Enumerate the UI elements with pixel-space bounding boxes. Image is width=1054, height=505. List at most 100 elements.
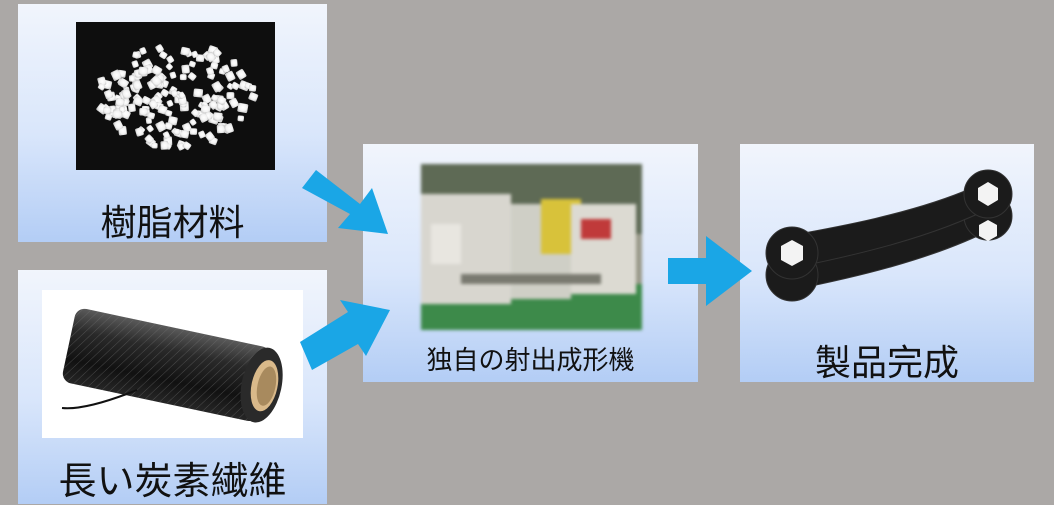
resin-pellet [198, 130, 206, 139]
resin-pellet [179, 74, 187, 81]
resin-pellet [135, 127, 144, 137]
resin-pellet [132, 96, 144, 107]
resin-pellet [189, 128, 198, 135]
resin-pellet [165, 63, 173, 71]
resin-pellet [191, 108, 200, 117]
resin-pellet [139, 47, 147, 55]
resin-pellet [237, 102, 249, 113]
resin-pellet [226, 92, 235, 100]
resin-pellet [216, 124, 225, 134]
resin-pellets-image [76, 22, 275, 170]
resin-pellet [180, 46, 191, 56]
resin-pellet [103, 89, 114, 100]
resin-pellet [211, 94, 219, 102]
resin-pellet [235, 68, 247, 80]
resin-pellet [121, 88, 132, 100]
resin-pellet [166, 55, 175, 64]
resin-pellet [150, 75, 163, 87]
resin-pellet [103, 106, 112, 115]
resin-pellet [115, 98, 125, 107]
resin-material-box: 樹脂材料 [18, 4, 327, 244]
resin-pellet [146, 125, 154, 133]
resin-pellet [187, 72, 197, 81]
resin-pellet [141, 95, 151, 105]
resin-pellet [132, 79, 143, 91]
resin-pellet [159, 51, 168, 60]
resin-pellet [145, 117, 152, 124]
resin-pellet [210, 62, 219, 70]
resin-pellet [228, 97, 240, 109]
resin-pellet [148, 99, 159, 110]
resin-pellet [248, 84, 257, 92]
resin-pellet [113, 120, 124, 131]
resin-pellet [167, 116, 178, 126]
resin-pellet [162, 131, 170, 139]
resin-pellet [213, 112, 223, 121]
resin-pellet [237, 115, 245, 122]
resin-pellet [188, 60, 196, 68]
resin-pellet [157, 105, 168, 115]
resin-pellet [211, 81, 223, 93]
finished-wrench-image [762, 158, 1028, 308]
resin-pellet [132, 51, 140, 59]
resin-pellet [165, 109, 173, 117]
resin-pellet [127, 103, 136, 113]
resin-pellet [178, 91, 186, 100]
resin-pellet [193, 88, 204, 98]
resin-pellet [225, 70, 236, 82]
resin-pellet [151, 142, 158, 149]
resin-pellet [181, 64, 190, 74]
resin-pellet [97, 76, 107, 87]
resin-pellet [198, 112, 209, 123]
resin-pellet [206, 66, 215, 76]
resin-pellet [179, 130, 190, 139]
resin-pellet [195, 54, 205, 63]
resin-pellet [160, 88, 170, 98]
resin-pellet [166, 99, 174, 107]
arrow-resin-to-machine-icon [302, 170, 388, 234]
resin-pellet [212, 48, 222, 58]
carbon-fiber-label: 長い炭素繊維 [58, 459, 287, 503]
resin-pellet [200, 104, 211, 114]
resin-pellet [128, 75, 135, 82]
resin-pellet [151, 65, 163, 76]
resin-pellet [230, 59, 238, 67]
resin-material-label: 樹脂材料 [100, 203, 245, 244]
injection-machine-box: 独自の射出成形機 [363, 144, 698, 382]
resin-pellet [182, 141, 192, 151]
resin-pellet [160, 141, 169, 150]
resin-pellet [97, 83, 106, 91]
resin-pellet [182, 122, 192, 133]
resin-pellet [110, 69, 122, 81]
resin-pellet [231, 81, 240, 91]
resin-pellet [118, 77, 129, 89]
resin-pellet [208, 100, 219, 110]
injection-machine-label: 独自の射出成形機 [426, 346, 635, 376]
resin-pellet [139, 108, 148, 116]
resin-pellet [155, 120, 167, 133]
resin-pellet [205, 51, 216, 63]
resin-pellet [138, 66, 149, 76]
resin-pellet [104, 113, 113, 121]
resin-pellet [223, 123, 234, 134]
resin-pellet [191, 50, 199, 59]
resin-pellet [173, 128, 181, 135]
finished-product-box: 製品完成 [740, 144, 1034, 384]
resin-pellet [155, 44, 164, 53]
resin-pellet [170, 89, 179, 98]
resin-pellet [248, 92, 259, 102]
resin-pellet [144, 134, 154, 144]
carbon-fiber-roll-image [42, 290, 303, 438]
resin-pellet [177, 142, 185, 151]
resin-pellet [189, 118, 197, 126]
resin-pellet [204, 131, 215, 142]
injection-molding-machine-image [421, 164, 642, 330]
resin-pellet [216, 95, 227, 106]
resin-pellet [147, 112, 156, 120]
resin-pellet [221, 64, 230, 74]
finished-product-label: 製品完成 [814, 343, 959, 384]
resin-pellet [112, 109, 123, 119]
carbon-fiber-box: 長い炭素繊維 [18, 270, 327, 504]
resin-pellet [131, 60, 139, 68]
arrow-machine-to-product-icon [668, 236, 752, 306]
